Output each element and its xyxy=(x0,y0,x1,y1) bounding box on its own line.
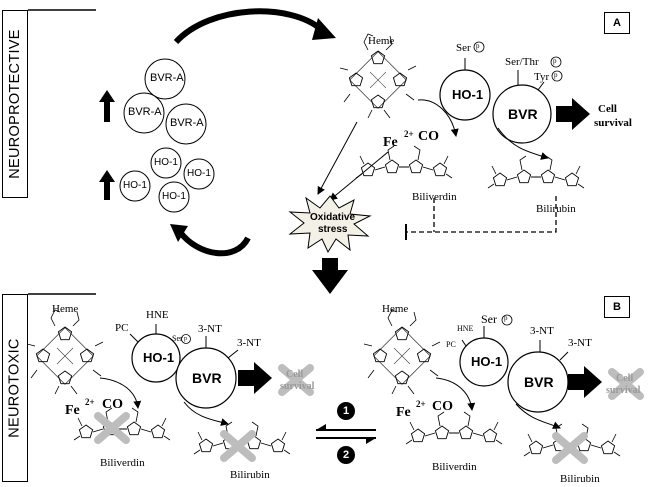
bilirubin-label-b-right: Bilirubin xyxy=(560,473,600,485)
heme-label-a: Heme xyxy=(368,35,395,47)
cell-label-b-right: Cell xyxy=(616,373,634,384)
bvr-node-a xyxy=(492,84,552,144)
bilirubin-structure-a xyxy=(488,156,584,188)
biliverdin-label-a: Biliverdin xyxy=(412,191,457,203)
fe-label-b-left: Fe xyxy=(65,403,80,418)
hne-label-b-left: HNE xyxy=(146,309,169,321)
ser-p-b-left: p xyxy=(184,336,187,342)
hne-label-b-right: HNE xyxy=(457,324,474,333)
survival-label-a: survival xyxy=(594,117,632,129)
oxidative-label: Oxidative xyxy=(310,212,356,223)
fe-charge-b-right: 2+ xyxy=(416,399,426,409)
3nt-label-2-b-left: 3-NT xyxy=(237,337,261,349)
ser-thr-label-a: Ser/Thr xyxy=(505,56,539,68)
3nt-label-2-b-right: 3-NT xyxy=(568,337,592,349)
cell-label-b-left: Cell xyxy=(286,369,304,380)
biliverdin-label-b-right: Biliverdin xyxy=(432,461,477,473)
bilirubin-label-a: Bilirubin xyxy=(536,203,576,215)
ho-1-cluster xyxy=(119,147,215,213)
ser-p-b-right: p xyxy=(504,314,508,322)
fe-charge-b-left: 2+ xyxy=(85,397,95,407)
upregulation-arrow-ho xyxy=(99,170,115,200)
bilirubin-label-b-left: Bilirubin xyxy=(230,469,270,481)
ho-1-label-a: HO-1 xyxy=(452,87,484,102)
feedback-arc-bottom xyxy=(177,230,251,257)
biliverdin-label-b-left: Biliverdin xyxy=(100,457,145,469)
bvr-a-label-2: BVR-A xyxy=(128,106,162,118)
3nt-label-1-b-left: 3-NT xyxy=(198,323,222,335)
fe-label-a: Fe xyxy=(383,135,398,150)
step-1-badge: 1 xyxy=(337,402,355,420)
co-label-b-right: CO xyxy=(432,399,453,414)
tyr-label-a: Tyr xyxy=(534,71,550,83)
stress-label: stress xyxy=(318,224,348,235)
bvr-a-cluster xyxy=(123,58,207,145)
cell-survival-arrow-b-left xyxy=(238,362,272,394)
ho-1-label-b-left: HO-1 xyxy=(143,350,175,365)
fe-charge-a: 2+ xyxy=(404,129,414,139)
ho-1-label-4: HO-1 xyxy=(162,191,186,202)
ho-1-label-3: HO-1 xyxy=(187,168,211,179)
cell-label-a: Cell xyxy=(598,103,617,115)
cell-survival-arrow-a xyxy=(556,98,590,130)
heme-structure-b-right xyxy=(364,310,440,394)
ho-1-label-2: HO-1 xyxy=(123,180,147,191)
blocked-bilirubin-cross-right xyxy=(556,436,584,460)
pc-label-b-left: PC xyxy=(115,322,129,334)
co-label-a: CO xyxy=(418,129,439,144)
co-label-b-left: CO xyxy=(102,397,123,412)
panel-a-tag: A xyxy=(604,12,630,34)
blocked-bilirubin-cross xyxy=(224,434,252,458)
bvr-label-b-right: BVR xyxy=(524,374,554,390)
upregulation-arrow-bvr xyxy=(99,90,115,122)
fe-label-b-right: Fe xyxy=(396,405,411,420)
ho-1-label-1: HO-1 xyxy=(154,157,178,168)
biliverdin-structure-b-right xyxy=(406,412,502,444)
survival-label-b-left: survival xyxy=(280,381,315,392)
ser-label-b-right: Ser xyxy=(481,312,497,326)
ser-thr-p-a: p xyxy=(553,57,557,65)
bvr-label-a: BVR xyxy=(508,106,538,122)
biliverdin-structure-a xyxy=(356,146,452,178)
panel-b-tag: B xyxy=(604,296,630,318)
heme-label-b-right: Heme xyxy=(382,303,409,315)
ser-label-b-left: Ser xyxy=(172,334,183,343)
step-2-badge: 2 xyxy=(337,446,355,464)
blocked-biliverdin-cross xyxy=(98,416,126,440)
survival-label-b-right: survival xyxy=(606,385,641,396)
3nt-label-1-b-right: 3-NT xyxy=(530,325,554,337)
ser-p-a: p xyxy=(476,42,480,50)
bvr-a-label-1: BVR-A xyxy=(150,72,184,84)
transition-arrow xyxy=(312,258,348,294)
heme-structure-b-left xyxy=(27,310,103,394)
cell-survival-arrow-b-right xyxy=(568,366,602,398)
bvr-label-b-left: BVR xyxy=(192,370,222,386)
tyr-p-a: p xyxy=(554,71,558,79)
bvr-a-label-3: BVR-A xyxy=(170,117,204,129)
pc-label-b-right: PC xyxy=(446,340,456,349)
heme-label-b-left: Heme xyxy=(52,303,79,315)
neurotoxic-label: NEUROTOXIC xyxy=(2,294,28,482)
feedback-arc-top xyxy=(173,8,324,45)
ho-1-label-b-right: HO-1 xyxy=(471,354,503,369)
ser-label-a: Ser xyxy=(456,42,471,54)
neuroprotective-label: NEUROPROTECTIVE xyxy=(2,10,28,198)
